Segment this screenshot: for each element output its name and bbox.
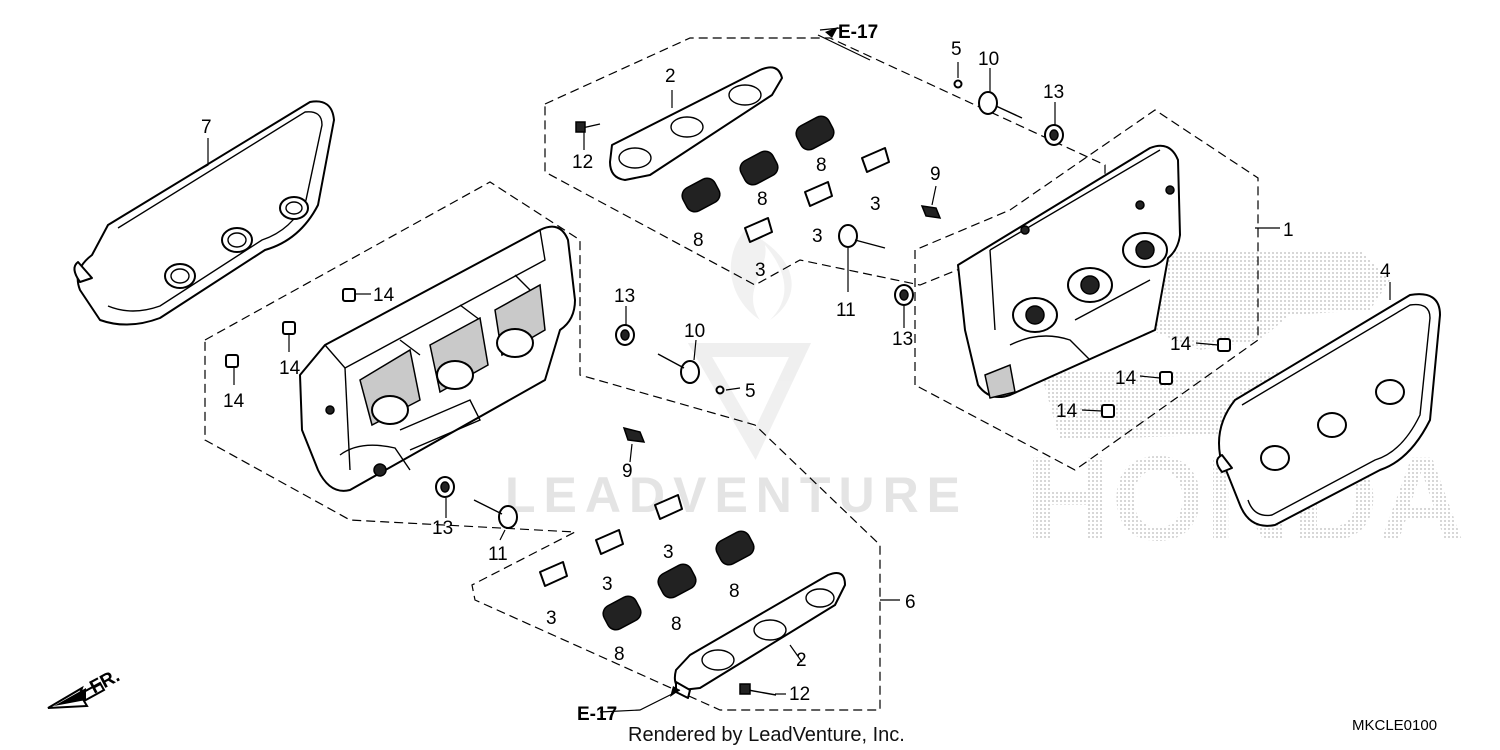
cylinder-head-cover-right: [957, 144, 1181, 399]
watermark-logo: [687, 230, 812, 461]
callout-10-top: 10: [978, 49, 999, 70]
callout-12-bottom: 12: [789, 684, 810, 705]
callout-8: 8: [729, 581, 740, 602]
reference-e17-bottom[interactable]: E-17: [577, 704, 617, 725]
callout-13: 13: [432, 518, 453, 539]
callout-8: 8: [816, 155, 827, 176]
callout-3: 3: [812, 226, 823, 247]
callout-8: 8: [693, 230, 704, 251]
callout-13: 13: [1043, 82, 1064, 103]
callout-5-bottom: 5: [745, 381, 756, 402]
callout-5-top: 5: [951, 39, 962, 60]
fasteners: [225, 79, 1231, 696]
callout-3: 3: [755, 260, 766, 281]
callout-14: 14: [373, 285, 395, 306]
callout-10-bottom: 10: [684, 321, 705, 342]
callout-13: 13: [892, 329, 913, 350]
reference-arrows: [670, 27, 838, 697]
callout-12-top: 12: [572, 152, 593, 173]
callout-8: 8: [671, 614, 682, 635]
oil-pipe-top: [609, 66, 783, 181]
front-arrow-icon: [47, 681, 106, 709]
head-cover-gasket-right: [1216, 293, 1441, 527]
cylinder-head-cover-left: [299, 225, 576, 492]
callout-3: 3: [546, 608, 557, 629]
callout-3: 3: [602, 574, 613, 595]
assembly-outline-left: [204, 181, 881, 711]
callout-3: 3: [663, 542, 674, 563]
leader-lines: [189, 27, 1391, 713]
callout-9-bottom: 9: [622, 461, 633, 482]
callout-3: 3: [870, 194, 881, 215]
callouts: 1 2 2 3 3 3 3 3 3 3 4 5 5 6 7 8 8 8 8 8 …: [86, 22, 1391, 725]
callout-1: 1: [1283, 220, 1294, 241]
callout-7: 7: [201, 117, 212, 138]
diagram-code: MKCLE0100: [1352, 717, 1437, 734]
callout-14: 14: [279, 358, 301, 379]
callout-9-top: 9: [930, 164, 941, 185]
reference-e17-top[interactable]: E-17: [838, 22, 878, 43]
callout-2-bottom: 2: [796, 650, 807, 671]
callout-11-bottom: 11: [488, 544, 508, 565]
callout-8: 8: [757, 189, 768, 210]
head-cover-gasket-left: [73, 100, 335, 326]
callout-13: 13: [614, 286, 635, 307]
callout-4: 4: [1380, 261, 1391, 282]
callout-6: 6: [905, 592, 916, 613]
callout-2-top: 2: [665, 66, 676, 87]
callout-11-top: 11: [836, 300, 856, 321]
assembly-outline-right: [914, 109, 1259, 471]
callout-14: 14: [1115, 368, 1137, 389]
callout-8: 8: [614, 644, 625, 665]
callout-14: 14: [1170, 334, 1192, 355]
seals: [602, 115, 835, 631]
rendered-by-footer: Rendered by LeadVenture, Inc.: [628, 724, 905, 746]
oil-pipe-bottom: [673, 572, 846, 699]
watermark-text: LEADVENTURE: [505, 467, 968, 523]
callout-14: 14: [223, 391, 245, 412]
clips: [539, 147, 890, 587]
callout-14: 14: [1056, 401, 1078, 422]
